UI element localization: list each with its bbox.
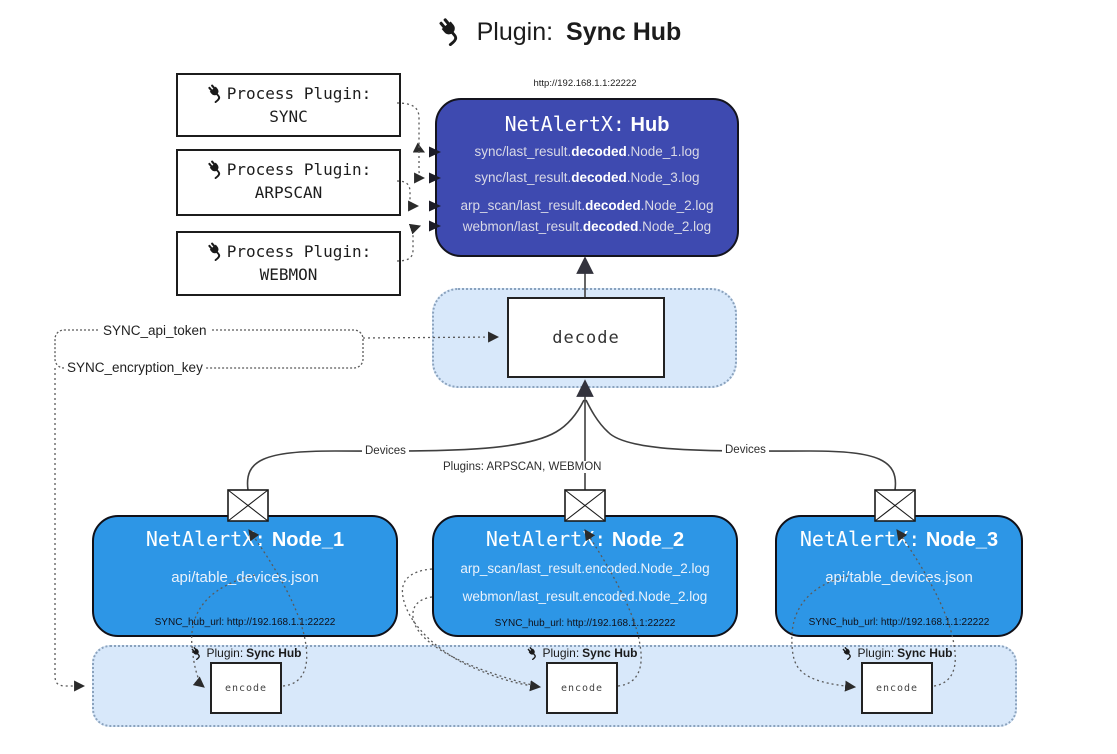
- node-title: NetAlertX: Node_1: [94, 527, 396, 552]
- edge-label-devices-left: Devices: [362, 445, 409, 457]
- process-plugin-name: WEBMON: [259, 265, 318, 284]
- log-pre: arp_scan/last_result.: [460, 198, 586, 213]
- node-title-name: Node_3: [925, 529, 999, 551]
- plug-icon: [190, 646, 204, 660]
- node-box-node1: NetAlertX: Node_1 api/table_devices.json…: [92, 515, 398, 637]
- plug-icon: [205, 241, 224, 261]
- edge-sync-to-hub1: [396, 102, 425, 153]
- process-plugin-label: Process Plugin:: [226, 241, 372, 261]
- log-pre: sync/last_result.: [474, 144, 572, 159]
- hub-log-line: sync/last_result.decoded.Node_1.log: [437, 144, 737, 159]
- process-plugin-name: ARPSCAN: [254, 183, 323, 202]
- setting-encryption-key: SYNC_encryption_key: [64, 360, 206, 375]
- node-title-prefix: NetAlertX:: [485, 527, 607, 551]
- process-plugin-box-webmon: Process Plugin: WEBMON: [176, 231, 401, 296]
- process-plugin-box-arpscan: Process Plugin: ARPSCAN: [176, 149, 401, 216]
- edge-label-devices-right: Devices: [722, 444, 769, 456]
- title-name: Sync Hub: [566, 18, 682, 46]
- plugin-name: Sync Hub: [582, 646, 638, 660]
- edge-settings-to-encode-panel: [54, 368, 86, 692]
- plugin-name: Sync Hub: [246, 646, 302, 660]
- hub-box: NetAlertX: Hub sync/last_result.decoded.…: [435, 98, 739, 257]
- node-box-node2: NetAlertX: Node_2 arp_scan/last_result.e…: [432, 515, 738, 637]
- hub-title-prefix: NetAlertX:: [504, 112, 625, 136]
- plug-icon: [205, 159, 224, 179]
- plugin-name: Sync Hub: [897, 646, 953, 660]
- hub-url: http://192.168.1.1:22222: [533, 78, 637, 89]
- log-post: .Node_3.log: [626, 170, 700, 185]
- encode-plugin-label: Plugin: Sync Hub: [492, 646, 672, 660]
- log-bold: decoded: [585, 198, 641, 213]
- edge-devices-left: [246, 399, 585, 491]
- encode-box: encode: [210, 662, 282, 714]
- plug-icon: [841, 646, 855, 660]
- plug-icon: [526, 646, 540, 660]
- node-title-prefix: NetAlertX:: [799, 527, 921, 551]
- log-pre: sync/last_result.: [474, 170, 572, 185]
- hub-log-line: arp_scan/last_result.decoded.Node_2.log: [437, 198, 737, 213]
- hub-title-name: Hub: [630, 114, 670, 136]
- node-hub-url: SYNC_hub_url: http://192.168.1.1:22222: [808, 617, 990, 628]
- encode-box: encode: [861, 662, 933, 714]
- plugin-label: Plugin:: [542, 646, 580, 660]
- process-plugin-box-sync: Process Plugin: SYNC: [176, 73, 401, 137]
- node-hub-url: SYNC_hub_url: http://192.168.1.1:22222: [494, 618, 676, 629]
- encode-box: encode: [546, 662, 618, 714]
- node-file-line: api/table_devices.json: [171, 569, 319, 586]
- node-title: NetAlertX: Node_3: [777, 527, 1021, 552]
- node-title-name: Node_2: [611, 529, 685, 551]
- node-hub-url: SYNC_hub_url: http://192.168.1.1:22222: [154, 617, 336, 628]
- hub-log-line: sync/last_result.decoded.Node_3.log: [437, 170, 737, 185]
- title-label: Plugin:: [476, 18, 554, 46]
- node-box-node3: NetAlertX: Node_3 api/table_devices.json…: [775, 515, 1023, 637]
- decode-box: decode: [507, 297, 665, 378]
- edge-sync-to-hub2: [414, 146, 426, 184]
- plug-icon: [433, 15, 464, 47]
- node-title-name: Node_1: [271, 529, 345, 551]
- log-bold: decoded: [582, 219, 639, 234]
- hub-title: NetAlertX: Hub: [437, 112, 737, 137]
- node-title-prefix: NetAlertX:: [145, 527, 267, 551]
- log-post: .Node_1.log: [626, 144, 700, 159]
- node-title: NetAlertX: Node_2: [434, 527, 736, 552]
- process-plugin-label: Process Plugin:: [226, 83, 372, 103]
- setting-api-token: SYNC_api_token: [100, 323, 210, 338]
- edge-label-plugins: Plugins: ARPSCAN, WEBMON: [440, 461, 605, 473]
- node-file-line: arp_scan/last_result.encoded.Node_2.log: [460, 561, 710, 576]
- plug-icon: [205, 83, 224, 103]
- hub-log-line: webmon/last_result.decoded.Node_2.log: [437, 219, 737, 234]
- process-plugin-label: Process Plugin:: [226, 159, 372, 179]
- plugin-label: Plugin:: [206, 646, 244, 660]
- log-post: .Node_2.log: [640, 198, 714, 213]
- encode-plugin-label: Plugin: Sync Hub: [807, 646, 987, 660]
- log-bold: decoded: [571, 170, 627, 185]
- page-title: Plugin: Sync Hub: [0, 15, 1117, 47]
- log-bold: decoded: [571, 144, 627, 159]
- node-file-line: api/table_devices.json: [825, 569, 973, 586]
- process-plugin-name: SYNC: [269, 107, 308, 126]
- log-pre: webmon/last_result.: [462, 219, 583, 234]
- node-file-line: webmon/last_result.encoded.Node_2.log: [462, 589, 708, 604]
- log-post: .Node_2.log: [638, 219, 712, 234]
- plugin-label: Plugin:: [857, 646, 895, 660]
- encode-plugin-label: Plugin: Sync Hub: [156, 646, 336, 660]
